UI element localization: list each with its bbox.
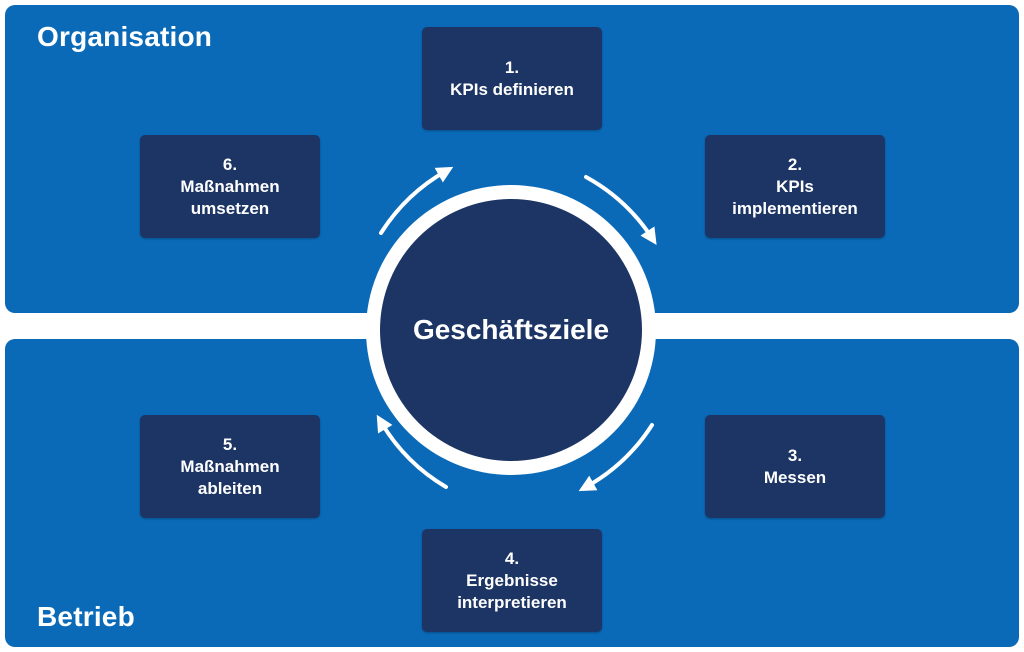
step-6-label-line1: Maßnahmen xyxy=(180,176,280,196)
betrieb-label: Betrieb xyxy=(37,601,135,632)
step-4-box: 4. Ergebnisse interpretieren xyxy=(422,529,602,632)
step-2-label-line1: KPIs xyxy=(776,176,814,196)
arrow-bottom-right-icon xyxy=(578,423,654,492)
step-1-number: 1. xyxy=(504,57,520,77)
step-3-number: 3. xyxy=(787,445,803,465)
step-1-box: 1. KPIs definieren xyxy=(422,27,602,130)
organisation-label: Organisation xyxy=(37,21,213,52)
arrow-top-right-icon xyxy=(584,175,657,246)
step-6-box: 6. Maßnahmen umsetzen xyxy=(140,135,320,238)
step-4-label-line2: interpretieren xyxy=(457,592,567,612)
step-4-label-line1: Ergebnisse xyxy=(466,570,558,590)
step-4-number: 4. xyxy=(504,548,520,568)
step-2-box: 2. KPIs implementieren xyxy=(705,135,885,238)
arrow-bottom-left-icon xyxy=(376,414,448,489)
hub-label: Geschäftsziele xyxy=(412,314,610,345)
step-6-label-line2: umsetzen xyxy=(190,198,270,218)
arrow-top-left-icon xyxy=(379,166,454,235)
step-5-box: 5. Maßnahmen ableiten xyxy=(140,415,320,518)
step-5-label-line2: ableiten xyxy=(197,478,263,498)
step-2-label-line2: implementieren xyxy=(732,198,858,218)
step-1-label: KPIs definieren xyxy=(450,79,574,99)
step-5-number: 5. xyxy=(222,434,238,454)
step-3-box: 3. Messen xyxy=(705,415,885,518)
business-goals-hub: Geschäftsziele xyxy=(380,199,642,461)
step-6-number: 6. xyxy=(222,154,238,174)
step-2-number: 2. xyxy=(787,154,803,174)
step-3-label: Messen xyxy=(763,467,827,487)
step-5-label-line1: Maßnahmen xyxy=(180,456,280,476)
